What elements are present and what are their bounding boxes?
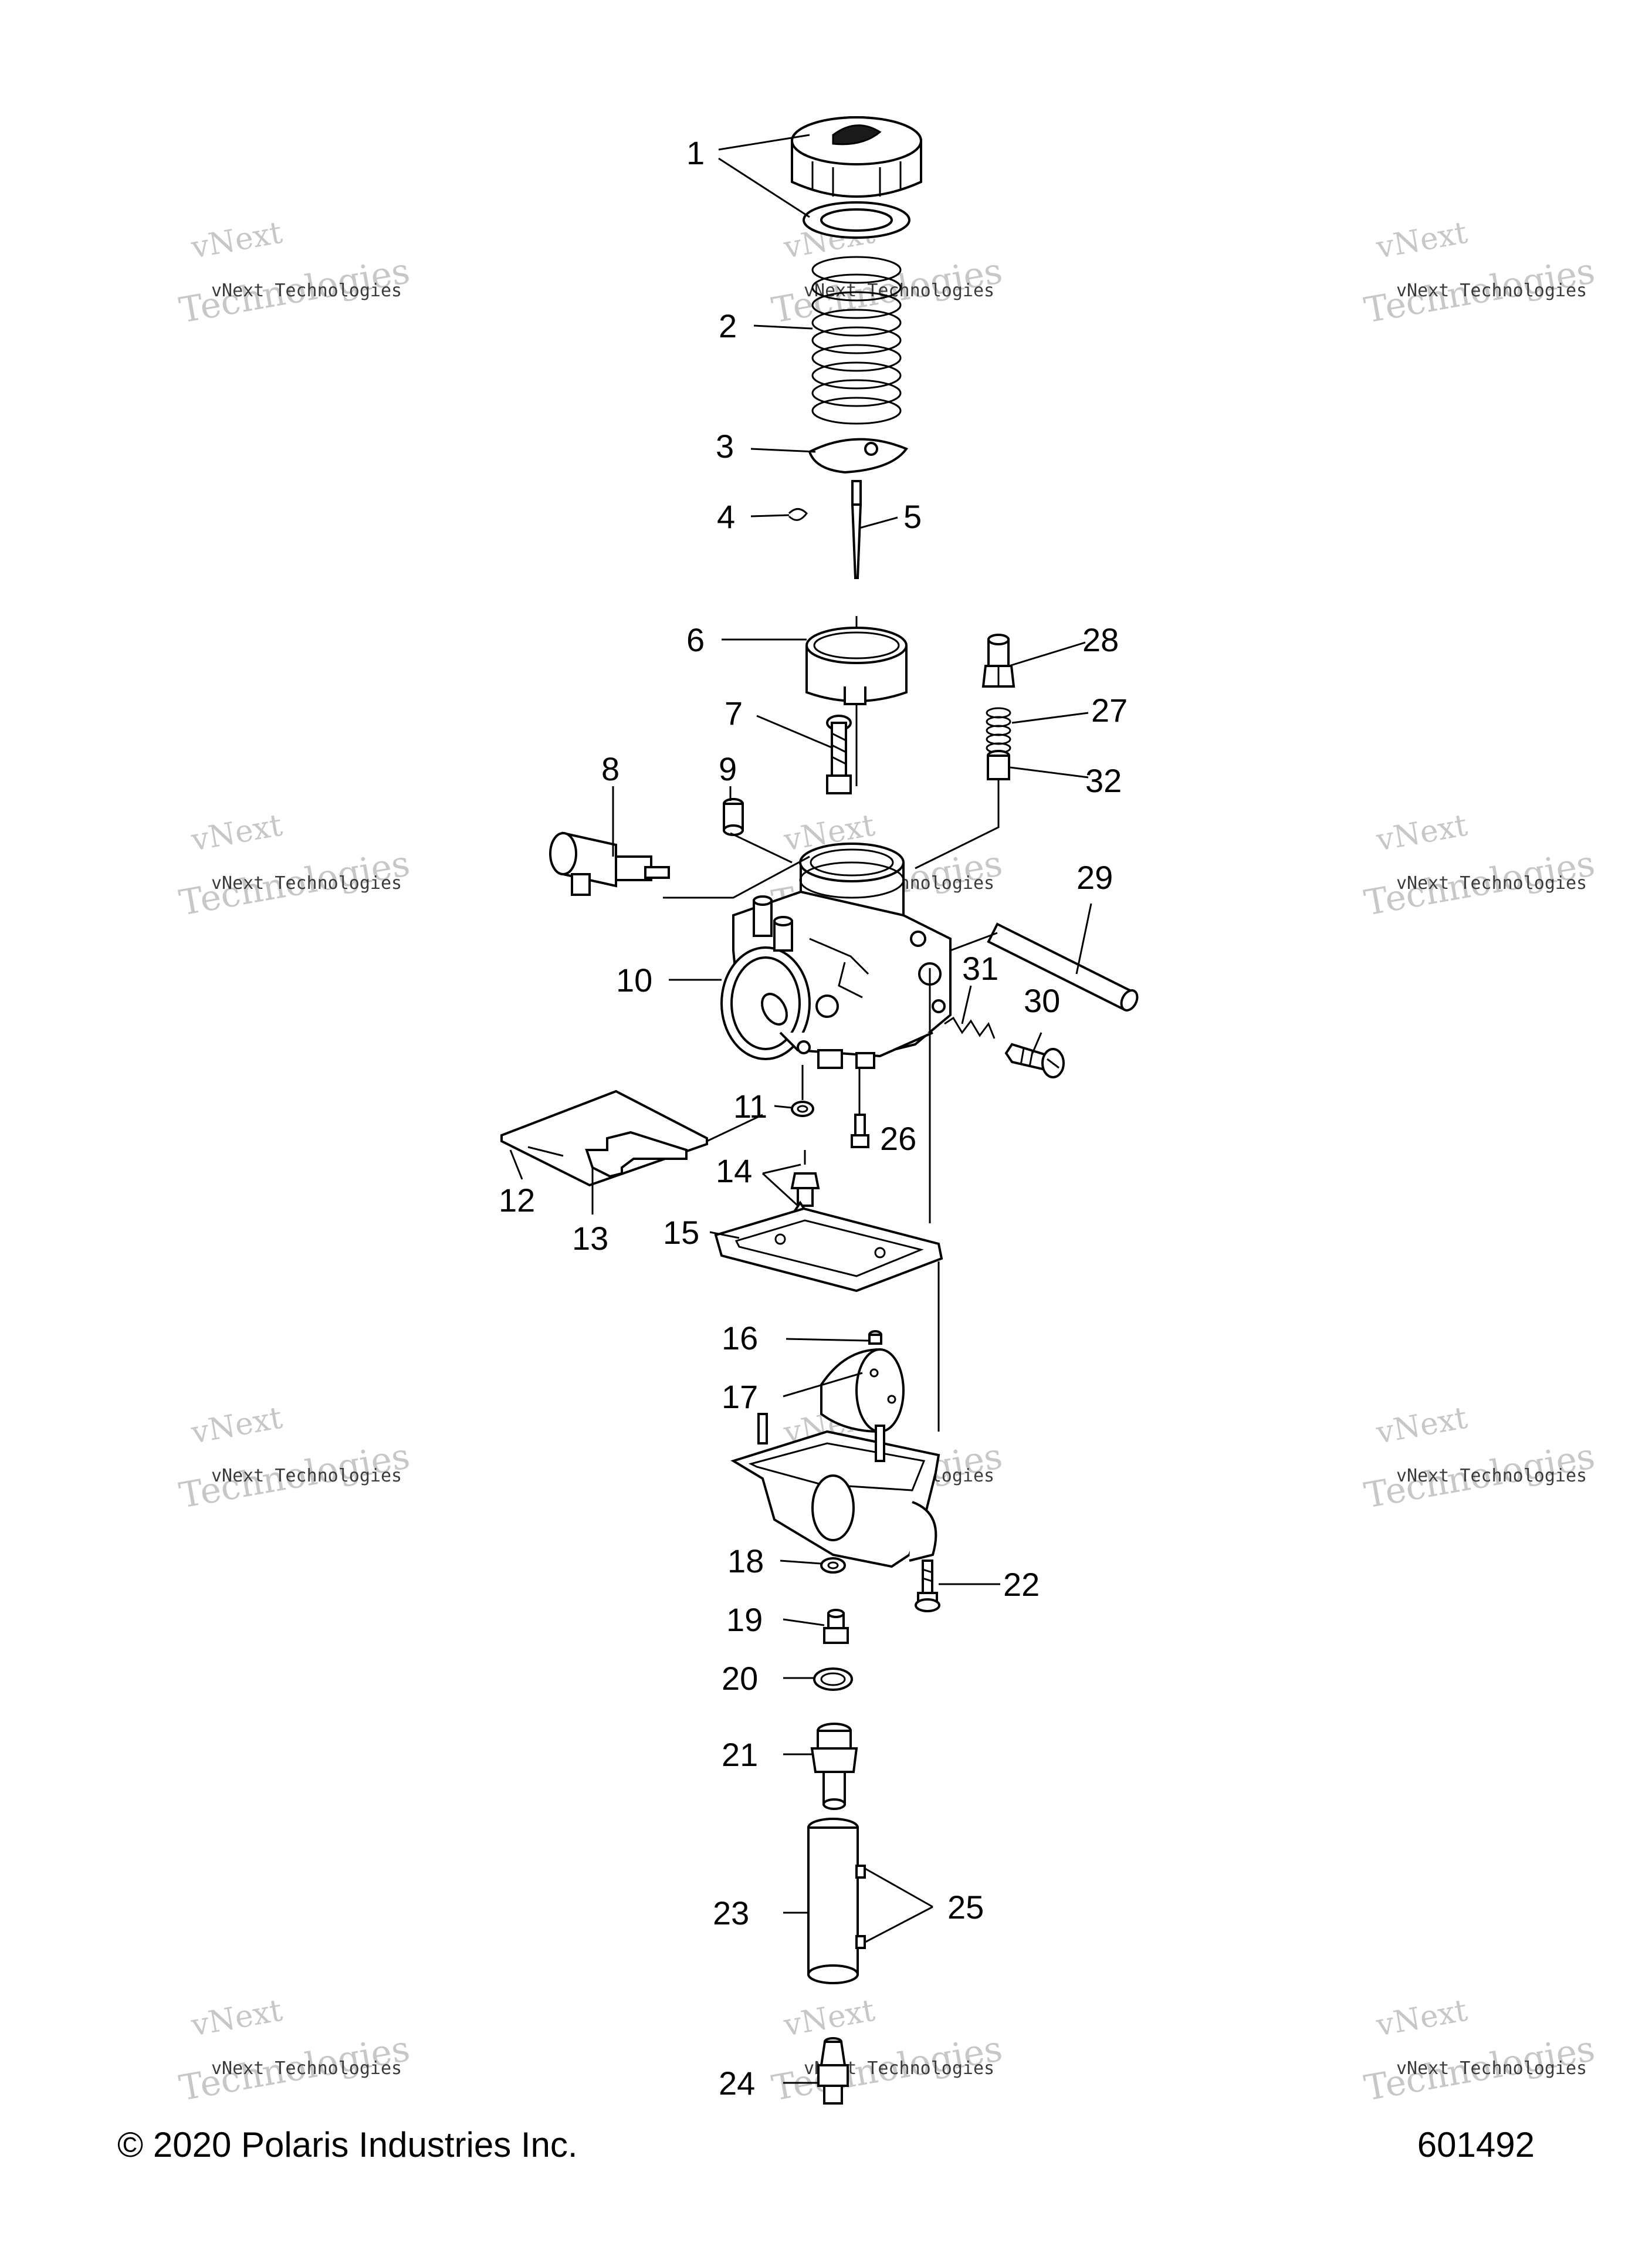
part-adjuster-sleeve <box>987 750 1010 780</box>
svg-text:vNext Technologies: vNext Technologies <box>211 1466 402 1486</box>
part-carburetor-cap <box>791 116 922 198</box>
callout-9: 9 <box>719 750 737 787</box>
watermark-bottom-right: vNext Technologies vNext Technologies <box>1361 1993 1597 2109</box>
part-vent-tube <box>987 922 1139 1012</box>
leader-lines <box>509 134 1092 2084</box>
callout-26: 26 <box>880 1120 916 1157</box>
svg-text:vNext: vNext <box>1373 1993 1470 2044</box>
part-pilot-jet <box>817 2037 849 2105</box>
part-screw-26 <box>851 1114 869 1148</box>
part-screw-22 <box>915 1559 940 1612</box>
callout-17: 17 <box>722 1378 758 1415</box>
part-pin <box>723 798 744 836</box>
watermark-lower-right: vNext Technologies vNext Technologies <box>1361 1400 1597 1517</box>
callout-22: 22 <box>1003 1566 1040 1603</box>
svg-text:vNext Technologies: vNext Technologies <box>211 2058 402 2079</box>
callout-27: 27 <box>1091 692 1128 729</box>
part-gasket-sheet <box>500 1090 708 1187</box>
watermark-lower-left: vNext Technologies vNext Technologies <box>176 1400 412 1517</box>
part-float <box>820 1348 905 1433</box>
callout-29: 29 <box>1076 859 1113 896</box>
watermark-mid-right: vNext Technologies vNext Technologies <box>1361 808 1597 924</box>
callout-18: 18 <box>727 1542 764 1579</box>
part-slide-spring <box>811 256 902 425</box>
svg-text:vNext: vNext <box>1373 808 1470 858</box>
part-float-bowl <box>730 1413 940 1568</box>
callout-32: 32 <box>1085 762 1122 799</box>
callout-5: 5 <box>903 498 922 535</box>
callout-19: 19 <box>726 1601 763 1638</box>
watermark-mid-left: vNext Technologies vNext Technologies <box>176 808 412 924</box>
callout-7: 7 <box>725 695 743 732</box>
callout-4: 4 <box>717 498 735 535</box>
part-needle-jet-holder <box>810 1723 858 1810</box>
part-drain-washer <box>820 1557 846 1574</box>
watermark-top-right: vNext Technologies vNext Technologies <box>1361 215 1597 331</box>
callout-14: 14 <box>716 1152 752 1189</box>
callout-3: 3 <box>716 428 734 465</box>
callout-2: 2 <box>719 307 737 344</box>
svg-text:vNext Technologies: vNext Technologies <box>1396 280 1587 301</box>
part-small-washer <box>791 1101 814 1117</box>
callout-25: 25 <box>947 1889 984 1926</box>
svg-text:vNext Technologies: vNext Technologies <box>211 873 402 894</box>
svg-text:vNext: vNext <box>188 215 285 266</box>
callout-30: 30 <box>1024 982 1060 1019</box>
part-choke-plunger <box>549 831 670 896</box>
part-adjuster-nut <box>981 634 1015 688</box>
callout-21: 21 <box>722 1736 758 1773</box>
svg-text:vNext Technologies: vNext Technologies <box>1396 873 1587 894</box>
svg-text:vNext: vNext <box>1373 1400 1470 1451</box>
callout-8: 8 <box>601 750 620 787</box>
part-needle-retainer <box>808 438 909 474</box>
callout-6: 6 <box>686 621 705 658</box>
svg-text:vNext Technologies: vNext Technologies <box>211 280 402 301</box>
part-needle-jet <box>807 1818 866 1984</box>
part-float-pin <box>868 1330 882 1345</box>
callout-12: 12 <box>499 1182 535 1219</box>
callout-24: 24 <box>719 2065 755 2102</box>
part-adjuster-spring <box>986 707 1011 754</box>
part-throttle-slide <box>805 627 908 705</box>
callout-labels: 1 2 3 4 5 6 7 8 9 10 11 12 13 14 15 16 1… <box>499 134 1128 2102</box>
callout-10: 10 <box>616 962 652 999</box>
callout-31: 31 <box>962 950 998 987</box>
part-o-ring <box>813 1667 853 1691</box>
part-jet-needle <box>851 480 862 579</box>
svg-text:vNext: vNext <box>781 1993 878 2044</box>
svg-text:vNext: vNext <box>188 808 285 858</box>
callout-28: 28 <box>1082 621 1119 658</box>
callout-16: 16 <box>722 1320 758 1356</box>
part-throttle-stop-screw <box>826 715 852 794</box>
part-carburetor-body <box>720 843 952 1069</box>
part-main-jet <box>823 1609 849 1644</box>
svg-text:vNext: vNext <box>1373 215 1470 266</box>
svg-text:vNext: vNext <box>188 1400 285 1451</box>
callout-13: 13 <box>572 1220 608 1257</box>
svg-text:vNext: vNext <box>188 1993 285 2044</box>
svg-text:vNext Technologies: vNext Technologies <box>1396 1466 1587 1486</box>
part-needle-valve-seat <box>790 1172 820 1207</box>
callout-20: 20 <box>722 1660 758 1697</box>
part-needle-clip <box>788 508 808 521</box>
callout-15: 15 <box>663 1214 699 1251</box>
part-float-bowl-gasket <box>714 1207 943 1293</box>
watermark-bottom-center: vNext Technologies vNext Technologies <box>769 1993 1005 2109</box>
watermark-bottom-left: vNext Technologies vNext Technologies <box>176 1993 412 2109</box>
part-pilot-screw-spring <box>944 1016 996 1039</box>
watermark-top-left: vNext Technologies vNext Technologies <box>176 215 412 331</box>
svg-text:vNext Technologies: vNext Technologies <box>1396 2058 1587 2079</box>
copyright-notice: © 2020 Polaris Industries Inc. <box>117 2125 578 2164</box>
callout-1: 1 <box>686 134 705 171</box>
callout-11: 11 <box>733 1088 767 1125</box>
figure-number: 601492 <box>1417 2125 1535 2164</box>
callout-23: 23 <box>713 1895 749 1931</box>
part-cap-washer <box>803 201 910 239</box>
part-pilot-screw <box>1004 1043 1065 1078</box>
